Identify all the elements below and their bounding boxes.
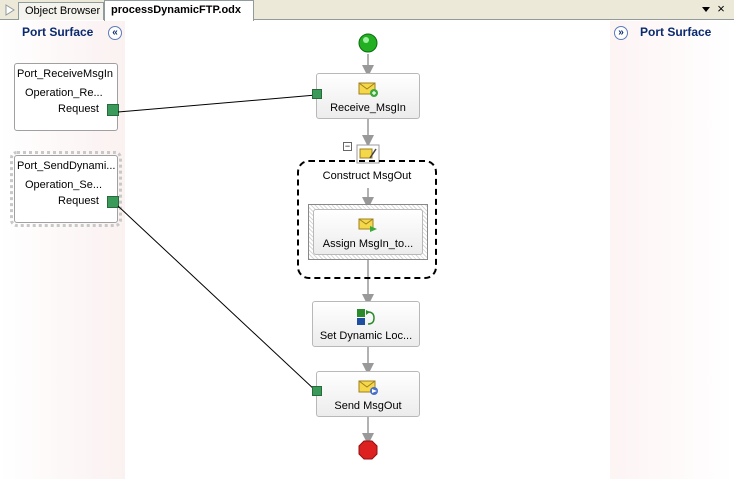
receive-port-connector-icon[interactable] bbox=[312, 89, 322, 99]
shape-label: Assign MsgIn_to... bbox=[322, 238, 414, 250]
port-name: Port_SendDynami... bbox=[17, 160, 116, 172]
port-binding-line bbox=[117, 94, 317, 113]
send-shape[interactable]: Send MsgOut bbox=[316, 371, 420, 417]
chevron-down-icon[interactable] bbox=[700, 3, 712, 15]
close-icon[interactable]: × bbox=[717, 1, 725, 16]
send-port-connector-icon[interactable] bbox=[312, 386, 322, 396]
stop-icon[interactable] bbox=[358, 440, 378, 460]
expression-shape[interactable]: Set Dynamic Loc... bbox=[312, 301, 420, 347]
message-assignment-icon bbox=[358, 218, 377, 232]
port-name: Port_ReceiveMsgIn bbox=[17, 68, 113, 80]
expression-icon bbox=[357, 309, 375, 325]
left-port-surface-title: Port Surface bbox=[22, 25, 94, 39]
shape-label: Send MsgOut bbox=[334, 400, 402, 412]
left-port-surface: Port Surface « Port_ReceiveMsgIn Operati… bbox=[0, 21, 125, 479]
receive-shape[interactable]: Receive_MsgIn bbox=[316, 73, 420, 119]
tab-object-browser[interactable]: Object Browser bbox=[18, 2, 104, 20]
construct-message-scope[interactable]: Construct MsgOut Assign MsgIn_to... bbox=[297, 160, 437, 279]
right-port-surface-title: Port Surface bbox=[640, 25, 712, 39]
construct-inner-area: Assign MsgIn_to... bbox=[308, 204, 428, 260]
port-connector-icon[interactable] bbox=[107, 104, 119, 116]
flow-connectors bbox=[117, 33, 378, 460]
port-receive-msgin[interactable]: Port_ReceiveMsgIn Operation_Re... Reques… bbox=[14, 63, 119, 131]
orchestration-canvas[interactable]: Port Surface « Port_ReceiveMsgIn Operati… bbox=[0, 21, 734, 479]
send-message-icon bbox=[358, 380, 378, 395]
document-tab-strip: Object Browser processDynamicFTP.odx × bbox=[0, 0, 734, 21]
port-send-dynamic[interactable]: Port_SendDynami... Operation_Se... Reque… bbox=[10, 151, 122, 227]
tab-process-dynamic-ftp[interactable]: processDynamicFTP.odx bbox=[104, 0, 254, 21]
tab-scroll-icon[interactable] bbox=[3, 3, 17, 17]
tab-label: processDynamicFTP.odx bbox=[111, 4, 242, 16]
port-request: Request bbox=[58, 195, 99, 207]
port-operation: Operation_Se... bbox=[25, 179, 103, 191]
collapse-right-panel-button[interactable]: » bbox=[614, 26, 628, 40]
port-request: Request bbox=[58, 103, 99, 115]
start-icon[interactable] bbox=[358, 33, 378, 53]
port-operation: Operation_Re... bbox=[25, 87, 103, 99]
port-binding-line bbox=[117, 205, 317, 392]
collapse-left-panel-button[interactable]: « bbox=[108, 26, 122, 40]
tab-label: Object Browser bbox=[25, 5, 101, 17]
right-port-surface: » Port Surface bbox=[610, 21, 734, 479]
assign-shape[interactable]: Assign MsgIn_to... bbox=[313, 209, 423, 255]
port-connector-icon[interactable] bbox=[107, 196, 119, 208]
construct-message-icon bbox=[356, 144, 380, 164]
shape-label: Receive_MsgIn bbox=[330, 102, 406, 114]
collapse-construct-button[interactable]: − bbox=[343, 141, 352, 151]
receive-message-icon bbox=[358, 82, 378, 97]
shape-label: Set Dynamic Loc... bbox=[319, 330, 413, 342]
scope-label: Construct MsgOut bbox=[322, 170, 412, 182]
start-highlight bbox=[363, 37, 369, 43]
